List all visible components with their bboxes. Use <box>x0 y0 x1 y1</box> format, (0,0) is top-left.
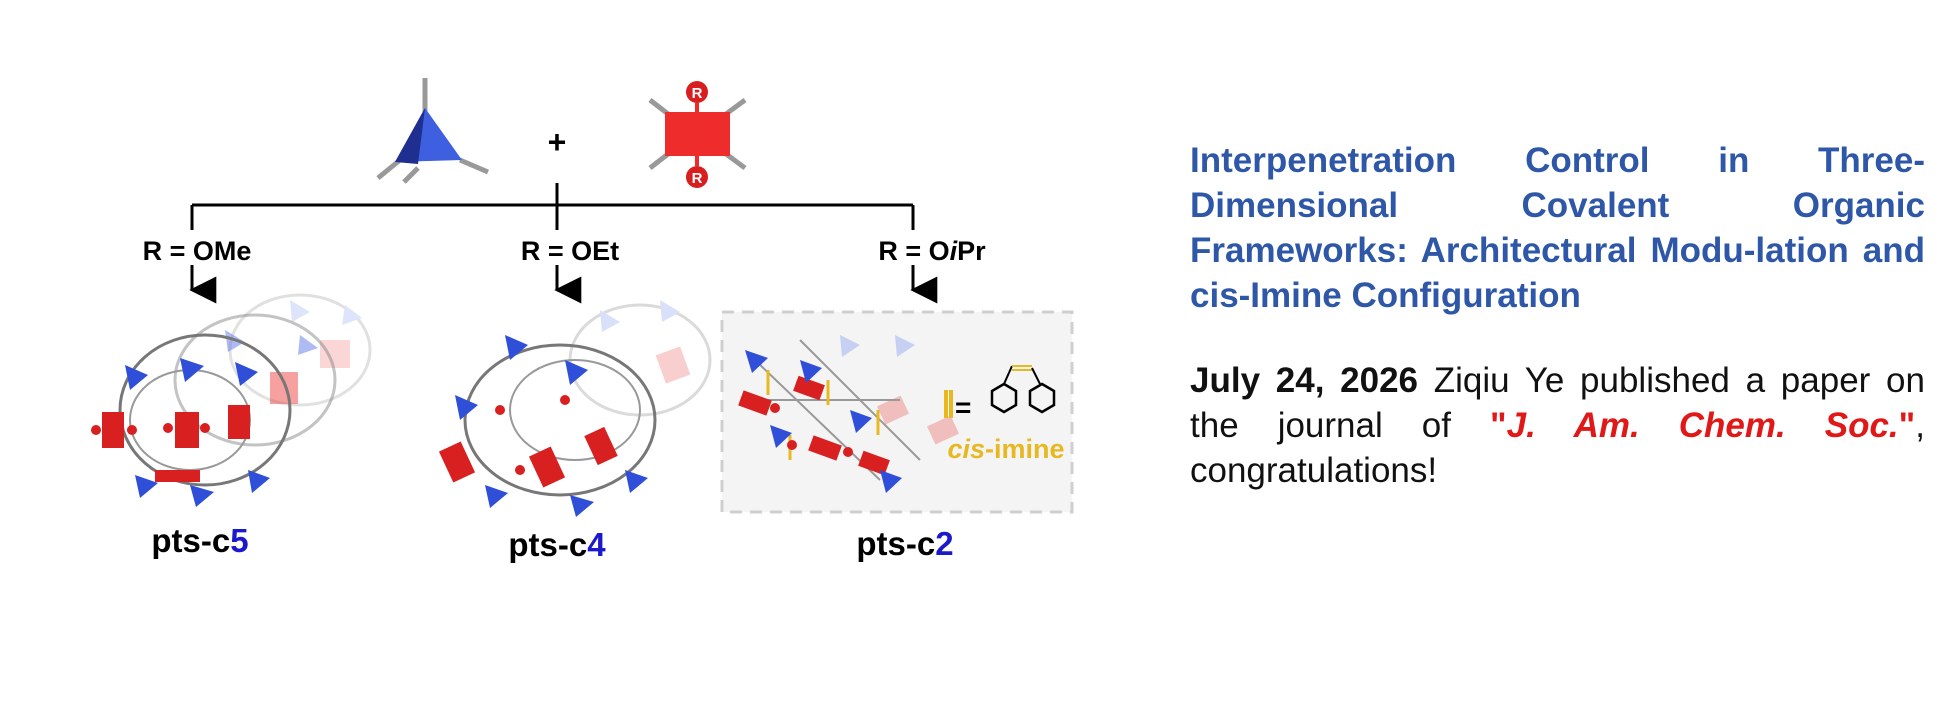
cis-imine-label-rest: -imine <box>985 434 1065 464</box>
r-label-oet: R = OEt <box>521 236 619 266</box>
announcement-tail: , congratulations! <box>1190 406 1925 490</box>
product-prefix-3: pts-c <box>856 525 935 562</box>
r-badge-bottom: R <box>692 170 703 187</box>
cis-imine-structure-icon: = <box>944 365 1056 423</box>
r-badge-top: R <box>692 85 703 102</box>
quote-close: " <box>1898 406 1916 445</box>
product-label-pts-c5: pts-c5 <box>151 522 248 559</box>
r-label-ome: R = OMe <box>143 236 252 266</box>
cis-imine-label-italic: cis <box>947 434 985 464</box>
product-number-2: 4 <box>587 526 606 563</box>
product-prefix-1: pts-c <box>151 522 230 559</box>
r-label-oipr-suffix: Pr <box>957 236 986 266</box>
product-number-3: 2 <box>935 525 953 562</box>
product-label-pts-c4: pts-c4 <box>508 526 606 563</box>
framework-pts-c2-inset: = cis-imine <box>720 310 1074 514</box>
rectangular-monomer-icon: R R <box>648 81 747 188</box>
announcement-lead: Ziqiu Ye published a paper on the journa… <box>1190 361 1925 445</box>
framework-pts-c4-illustration <box>438 300 712 517</box>
branch-bracket <box>189 183 938 304</box>
tetrahedral-monomer-icon <box>376 78 489 184</box>
r-label-oipr: R = OiPr <box>878 236 986 266</box>
product-number-1: 5 <box>230 522 248 559</box>
paper-title: Interpenetration Control in Three-Dimens… <box>1190 141 1925 315</box>
publication-date: July 24, 2026 <box>1190 361 1419 400</box>
r-label-oipr-prefix: R = O <box>878 236 949 266</box>
announcement-text: July 24, 2026 Ziqiu Ye published a paper… <box>1190 358 1925 493</box>
plus-sign: + <box>548 124 567 160</box>
r-label-oipr-italic: i <box>950 236 958 266</box>
cis-imine-label: cis-imine <box>947 434 1064 464</box>
product-prefix-2: pts-c <box>508 526 587 563</box>
product-label-pts-c2: pts-c2 <box>856 525 953 562</box>
bond-symbol: = <box>955 392 971 423</box>
quote-open: " <box>1490 406 1507 445</box>
journal-name: J. Am. Chem. Soc. <box>1506 406 1899 445</box>
news-block: Interpenetration Control in Three-Dimens… <box>1190 138 1925 493</box>
reaction-scheme: + R R R = OMe R = OEt R = OiPr <box>91 78 1074 563</box>
framework-pts-c5-illustration <box>91 293 372 507</box>
